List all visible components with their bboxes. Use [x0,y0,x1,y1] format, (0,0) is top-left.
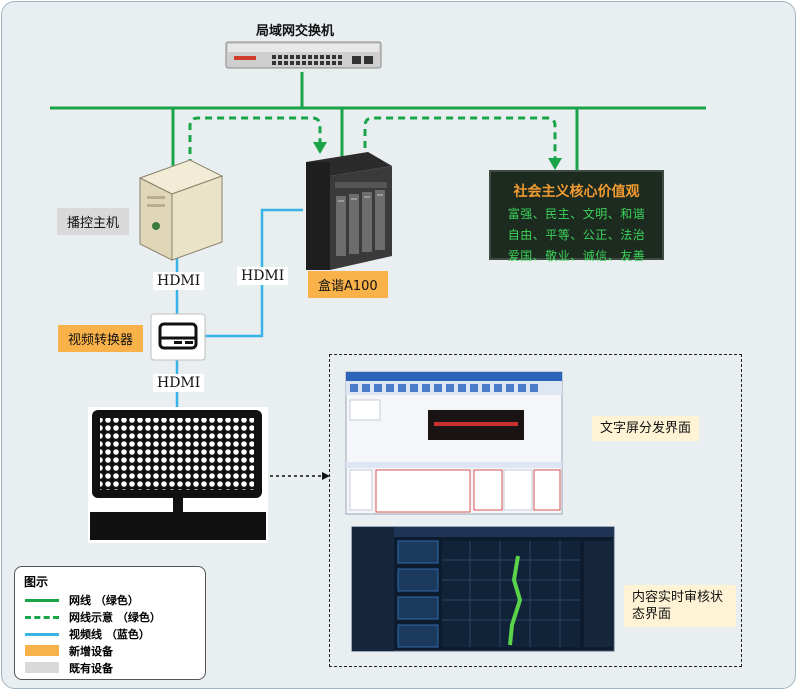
legend-title: 图示 [24,575,49,589]
led-board-row: 富强、民主、文明、和谐 [507,207,646,221]
host-label: 播控主机 [57,208,130,235]
text-dispatch-screenshot [345,371,563,515]
led-board-title: 社会主义核心价值观 [513,184,640,200]
host-pc-device [138,159,224,261]
arrow-server [313,142,327,154]
legend: 图示 网线 （绿色） 网线示意 （绿色） 视频线 （蓝色） 新增设备 既有设备 [14,566,206,680]
converter-device [150,313,206,361]
hdmi-label-server: HDMI [237,267,289,285]
server-device [306,152,392,270]
switch-label: 局域网交换机 [256,24,335,39]
logical-link-host-server [188,116,322,166]
text-dispatch-label: 文字屏分发界面 [592,416,700,441]
hdmi-label-host: HDMI [153,272,205,290]
led-screen-device [88,407,268,543]
content-review-label: 内容实时审核状态界面 [624,585,736,627]
logical-link-server-board [363,116,557,160]
hdmi-label-screen: HDMI [153,374,205,392]
software-interfaces-box [329,354,742,667]
led-board-row: 自由、平等、公正、法治 [507,228,646,242]
converter-label: 视频转换器 [58,325,144,352]
content-review-screenshot [351,526,615,652]
switch-device [225,41,382,69]
server-label: 盒谐A100 [308,271,388,298]
led-text-board: 社会主义核心价值观 富强、民主、文明、和谐 自由、平等、公正、法治 爱国、敬业、… [489,170,664,263]
led-board-row: 爱国、敬业、诚信、友善 [507,249,646,263]
arrow-board [548,158,562,170]
